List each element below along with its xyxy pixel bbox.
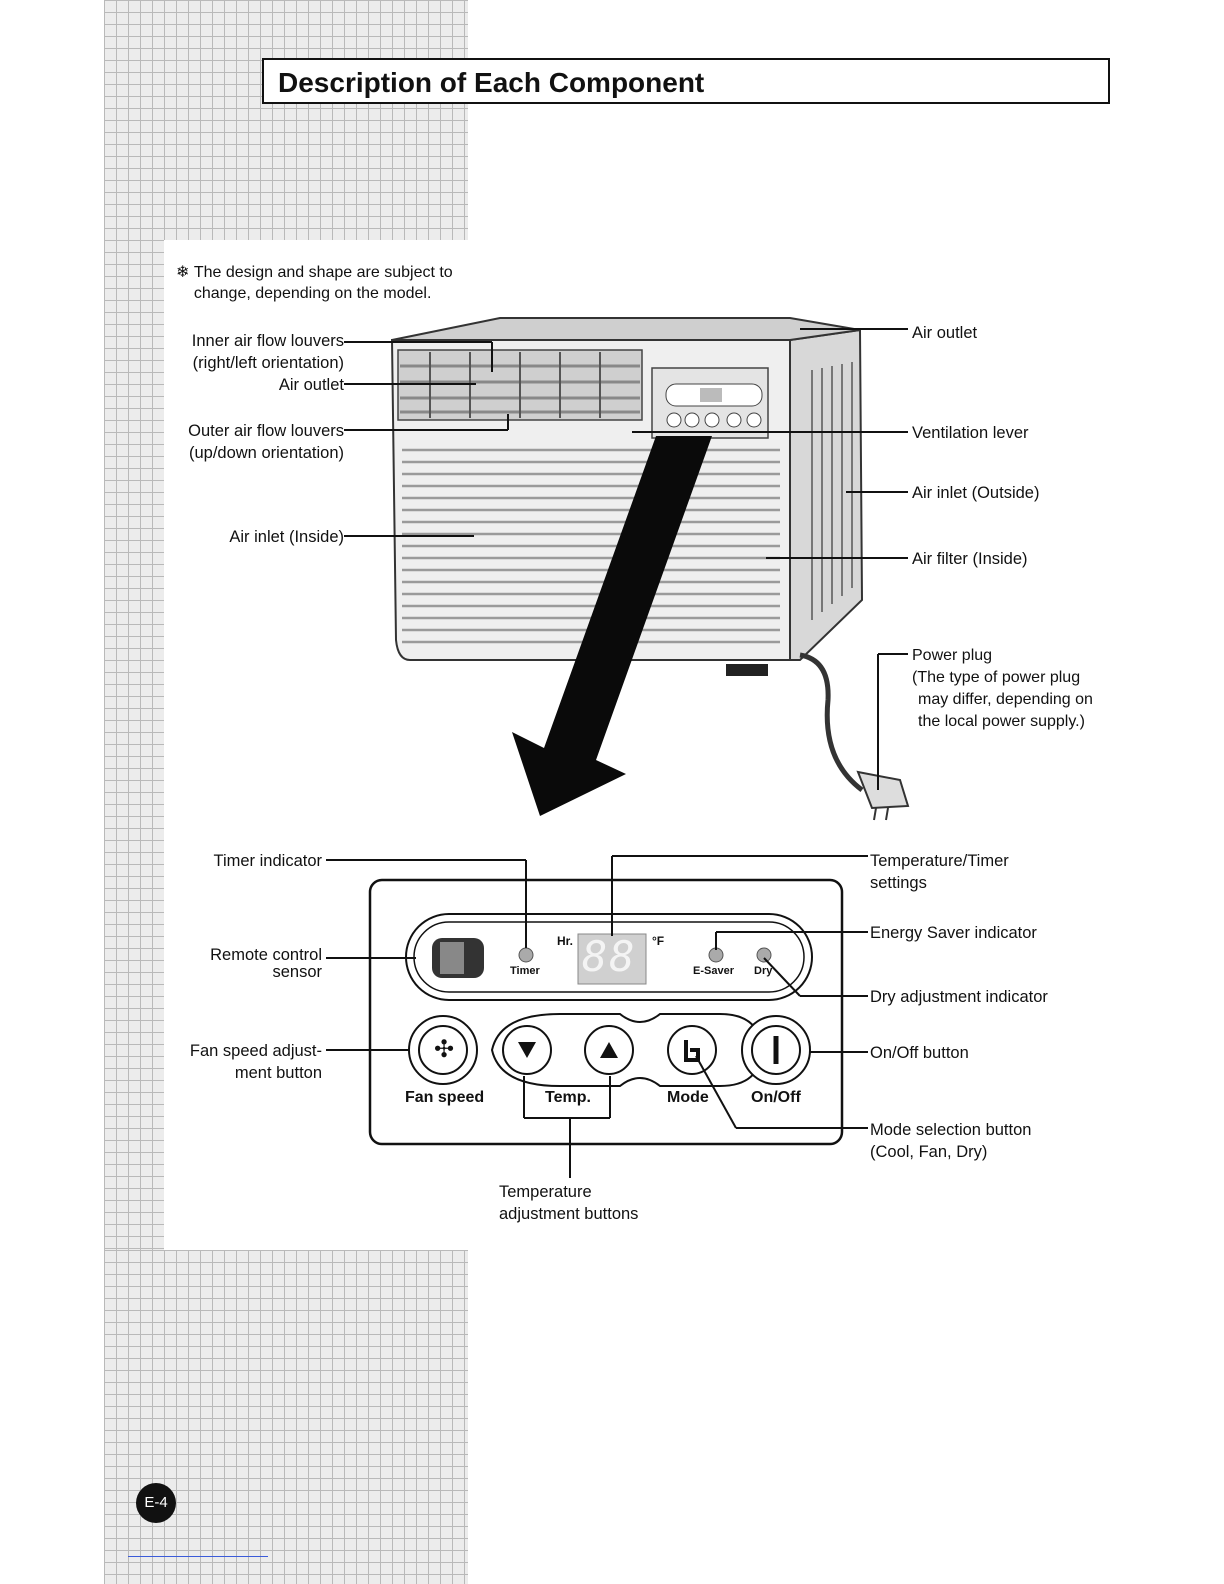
panel-hr-label: Hr. [557,934,573,948]
label-remote-sensor: Remote control sensor [140,947,322,981]
label-dry-indicator: Dry adjustment indicator [870,986,1048,1008]
mode-button-label[interactable]: Mode [667,1089,709,1107]
panel-timer-label: Timer [510,965,540,977]
temp-up-button[interactable] [585,1026,633,1074]
fan-speed-button-label[interactable]: Fan speed [405,1089,484,1107]
temp-button-label[interactable]: Temp. [545,1089,591,1107]
label-energy-saver: Energy Saver indicator [870,922,1037,944]
label-air-outlet-top: Air outlet [912,322,977,344]
label-onoff-button: On/Off button [870,1042,969,1064]
label-air-inlet-outside: Air inlet (Outside) [912,482,1039,504]
panel-dry-label: Dry [754,965,772,977]
label-outer-louvers: Outer air flow louvers (up/down orientat… [150,420,344,464]
panel-degf-label: °F [652,934,664,948]
label-air-filter: Air filter (Inside) [912,548,1028,570]
label-power-plug: Power plug (The type of power plug may d… [912,645,1093,733]
onoff-button-label[interactable]: On/Off [751,1089,801,1107]
page-number-badge: E-4 [136,1483,176,1523]
bottom-divider [128,1556,268,1557]
panel-display: 88 [582,932,637,981]
label-fan-speed: Fan speed adjust- ment button [140,1040,322,1084]
mode-button[interactable] [668,1026,716,1074]
label-mode-button: Mode selection button (Cool, Fan, Dry) [870,1119,1031,1163]
label-temp-timer-settings: Temperature/Timer settings [870,850,1009,894]
label-ventilation-lever: Ventilation lever [912,422,1029,444]
label-inner-louvers: Inner air flow louvers (right/left orien… [160,330,344,374]
label-air-inlet-inside: Air inlet (Inside) [160,526,344,548]
label-temp-buttons: Temperature adjustment buttons [499,1181,638,1225]
panel-esaver-label: E-Saver [693,965,734,977]
onoff-button[interactable] [742,1016,810,1084]
temp-down-button[interactable] [503,1026,551,1074]
label-air-outlet-front: Air outlet [160,374,344,396]
fan-speed-button[interactable] [409,1016,477,1084]
label-timer-indicator: Timer indicator [140,850,322,872]
